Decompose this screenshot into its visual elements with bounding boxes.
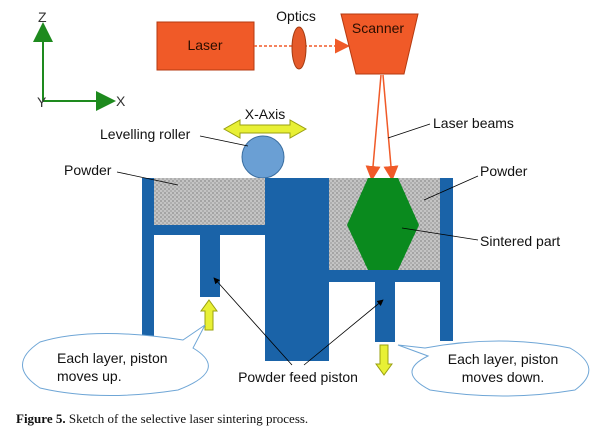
sintered-part-label: Sintered part xyxy=(480,233,560,249)
laser-beam-left xyxy=(365,74,382,181)
coordinate-axes: Z Y X xyxy=(33,9,126,111)
powder-right-leader xyxy=(423,175,479,201)
roller-leader xyxy=(199,135,249,147)
scanner: Scanner xyxy=(340,13,419,75)
caption-label: Figure 5. xyxy=(16,411,66,426)
powder-left-label: Powder xyxy=(64,162,112,178)
arrow-up-icon xyxy=(200,299,218,331)
scanner-label: Scanner xyxy=(352,20,404,36)
y-axis-label: Y xyxy=(37,94,47,110)
scanner-shape xyxy=(340,13,419,75)
callout-left-line1: Each layer, piston xyxy=(57,350,168,366)
powder-feed-chamber xyxy=(142,178,265,341)
laser-beams-leader xyxy=(387,123,431,139)
laser-source: Laser xyxy=(156,21,255,71)
right-wall xyxy=(440,178,453,341)
caption-text: Sketch of the selective laser sintering … xyxy=(68,411,309,426)
lens-shape xyxy=(291,26,307,70)
feed-piston-leader-right xyxy=(303,299,384,366)
center-wall xyxy=(265,178,329,361)
laser-label: Laser xyxy=(187,37,222,53)
powder-left-leader xyxy=(116,171,179,186)
callout-right: Each layer, piston moves down. xyxy=(397,340,590,397)
build-chamber xyxy=(329,178,453,342)
laser-beams-label: Laser beams xyxy=(433,115,514,131)
left-wall xyxy=(142,178,154,341)
powder-right-label: Powder xyxy=(480,163,528,179)
build-piston-plate xyxy=(329,270,440,282)
x-axis-label: X xyxy=(116,93,126,109)
powder-feed-piston-label: Powder feed piston xyxy=(238,369,358,385)
optics-lens: Optics xyxy=(276,8,316,70)
arrow-down-icon xyxy=(375,344,393,376)
feed-piston-plate xyxy=(154,225,265,235)
callout-right-line2: moves down. xyxy=(462,369,544,385)
laser-beam-right xyxy=(382,74,399,181)
double-arrow-icon xyxy=(222,119,308,139)
feed-piston-rod xyxy=(200,235,220,297)
callout-left-line2: moves up. xyxy=(57,368,122,384)
feed-piston-leader-left xyxy=(213,277,293,366)
callout-right-bubble xyxy=(397,340,590,397)
x-axis-motion: X-Axis xyxy=(222,106,308,139)
callout-right-line1: Each layer, piston xyxy=(448,351,559,367)
x-axis-motion-label: X-Axis xyxy=(245,106,285,122)
z-axis-label: Z xyxy=(38,9,47,25)
levelling-roller-label: Levelling roller xyxy=(100,126,191,142)
figure-caption: Figure 5. Sketch of the selective laser … xyxy=(16,411,596,427)
callout-left: Each layer, piston moves up. xyxy=(22,324,209,396)
sintered-part-leader xyxy=(401,227,479,241)
powder-bed-left xyxy=(154,178,265,225)
build-piston-rod xyxy=(375,282,395,342)
laser-box xyxy=(156,21,255,71)
sintered-part-shape xyxy=(347,178,419,270)
callout-left-bubble xyxy=(22,324,209,396)
optics-label: Optics xyxy=(276,8,316,24)
levelling-roller xyxy=(241,135,285,179)
